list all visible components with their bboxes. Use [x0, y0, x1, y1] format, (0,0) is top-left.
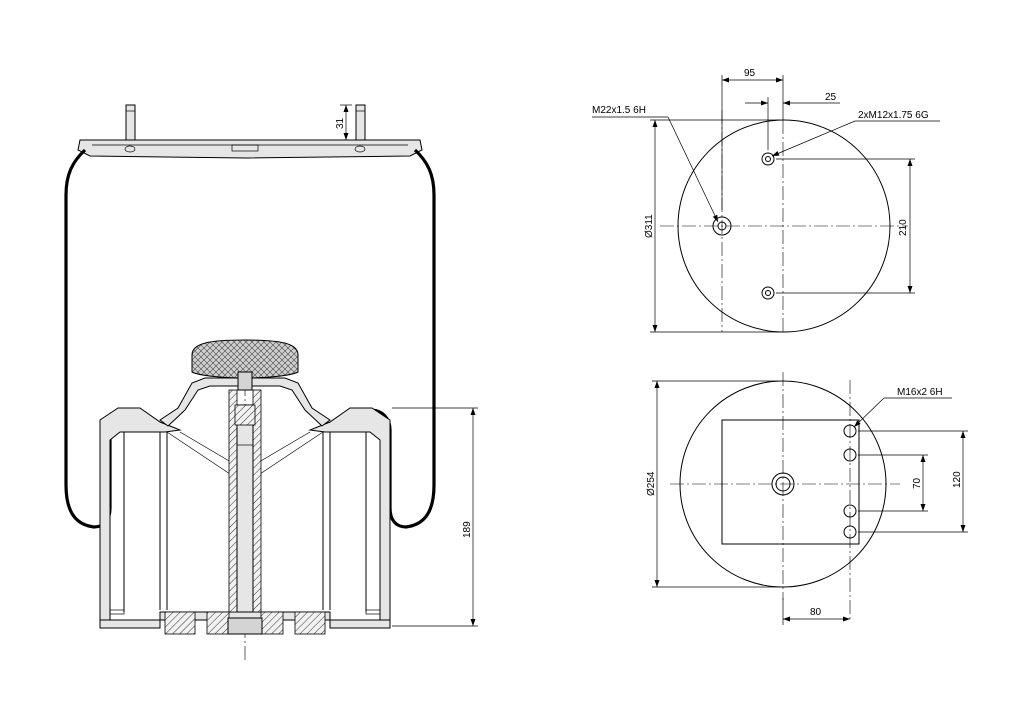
dim-stud-height-label: 31 [335, 117, 346, 129]
dim-offset-studs-label: 25 [825, 92, 837, 103]
dim-piston-height-label: 189 [462, 521, 473, 538]
bottom-plate-view: M16x2 6H Ø254 70 120 80 [646, 372, 968, 625]
base-left-section [164, 611, 196, 635]
top-studs [125, 104, 366, 146]
bottom-hole-4 [843, 525, 857, 539]
dim-stud-spacing: 210 [776, 158, 915, 294]
bottom-hole-3 [843, 504, 857, 518]
dim-stud-spacing-label: 210 [898, 219, 909, 236]
dim-bottom-diameter-label: Ø254 [646, 471, 657, 496]
bottom-hole-2 [843, 448, 857, 462]
base-right-section [294, 611, 326, 635]
dim-top-diameter: Ø311 [644, 119, 780, 333]
dim-offset-center: 95 [721, 68, 784, 210]
dim-inner-spacing-label: 70 [912, 477, 923, 489]
label-stud-thread-text: 2xM12x1.75 6G [858, 110, 929, 121]
label-bottom-thread-text: M16x2 6H [897, 387, 943, 398]
dim-bottom-offset-label: 80 [810, 607, 822, 618]
bottom-center-hole [771, 472, 795, 496]
label-stud-thread: 2xM12x1.75 6G [771, 110, 940, 157]
bottom-plate-square [721, 419, 860, 545]
base-nut [227, 617, 263, 635]
stud-hole-bottom [761, 286, 775, 300]
bump-stop-bolt-head [237, 371, 253, 391]
dim-bottom-offset: 80 [782, 598, 850, 625]
label-center-thread-text: M22x1.5 6H [592, 105, 646, 116]
bump-stop [191, 339, 299, 379]
top-plate-view: 95 25 M22x1.5 6H 2xM12x1.75 6G Ø311 [592, 68, 940, 333]
label-center-thread: M22x1.5 6H [592, 105, 719, 223]
dim-offset-studs: 25 [745, 92, 840, 150]
dim-outer-spacing: 120 [858, 430, 968, 533]
label-bottom-thread: M16x2 6H [853, 387, 952, 428]
dim-inner-spacing: 70 [858, 454, 928, 512]
center-thread-hole [712, 216, 732, 236]
dim-stud-height: 31 [335, 104, 352, 141]
bottom-hole-1 [843, 424, 857, 438]
dim-bottom-diameter: Ø254 [646, 380, 780, 588]
piston [99, 377, 391, 635]
piston-dome [159, 377, 331, 427]
top-plate [77, 139, 423, 159]
stud-hole-top [761, 152, 775, 166]
dim-offset-center-label: 95 [744, 68, 756, 79]
bellow-left [64, 148, 131, 529]
dim-outer-spacing-label: 120 [952, 471, 963, 488]
side-view: 31 189 [64, 104, 478, 660]
center-bolt [236, 404, 254, 613]
piston-left-wall [99, 407, 182, 621]
dim-piston-height: 189 [392, 407, 478, 627]
dim-top-diameter-label: Ø311 [644, 214, 655, 238]
piston-right-wall [308, 407, 391, 621]
